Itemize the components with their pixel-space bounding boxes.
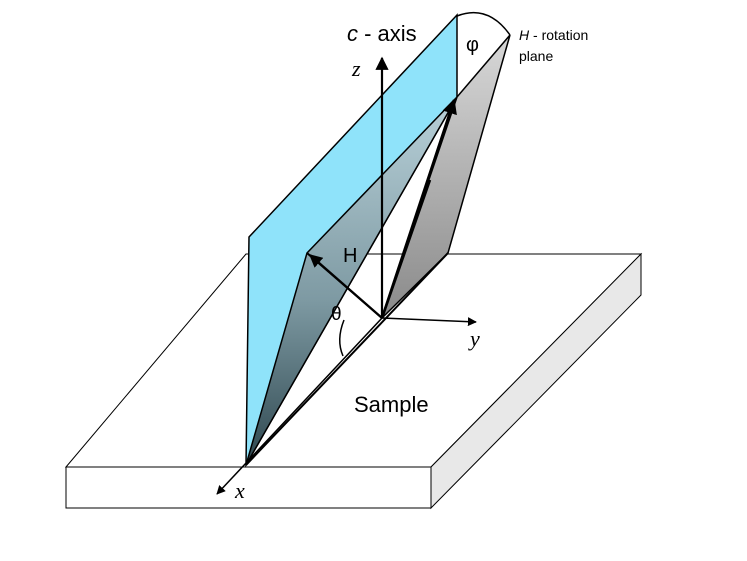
sample-right-face [430, 252, 642, 510]
z-axis-label: z [351, 56, 361, 81]
sample-front-face [65, 466, 432, 509]
field-h-arrow [309, 254, 383, 319]
rotation-plane-label: H - rotation plane [519, 27, 592, 64]
field-h-label: H [343, 245, 357, 267]
phi-angle-arc [456, 12, 511, 36]
rotation-plane-base-edge [245, 252, 449, 466]
sample-slab [64, 252, 643, 510]
field-direction-line-2 [380, 98, 457, 319]
theta-angle-arc [339, 319, 345, 357]
x-axis-arrow [216, 317, 383, 495]
phi-label: φ [466, 34, 479, 56]
c-axis-label: c - axis [347, 21, 417, 46]
x-axis-label: x [234, 478, 245, 503]
theta-label: θ [331, 304, 342, 325]
y-axis-label: y [468, 326, 480, 351]
sample-label: Sample [354, 392, 429, 417]
y-axis-arrow [381, 317, 477, 327]
